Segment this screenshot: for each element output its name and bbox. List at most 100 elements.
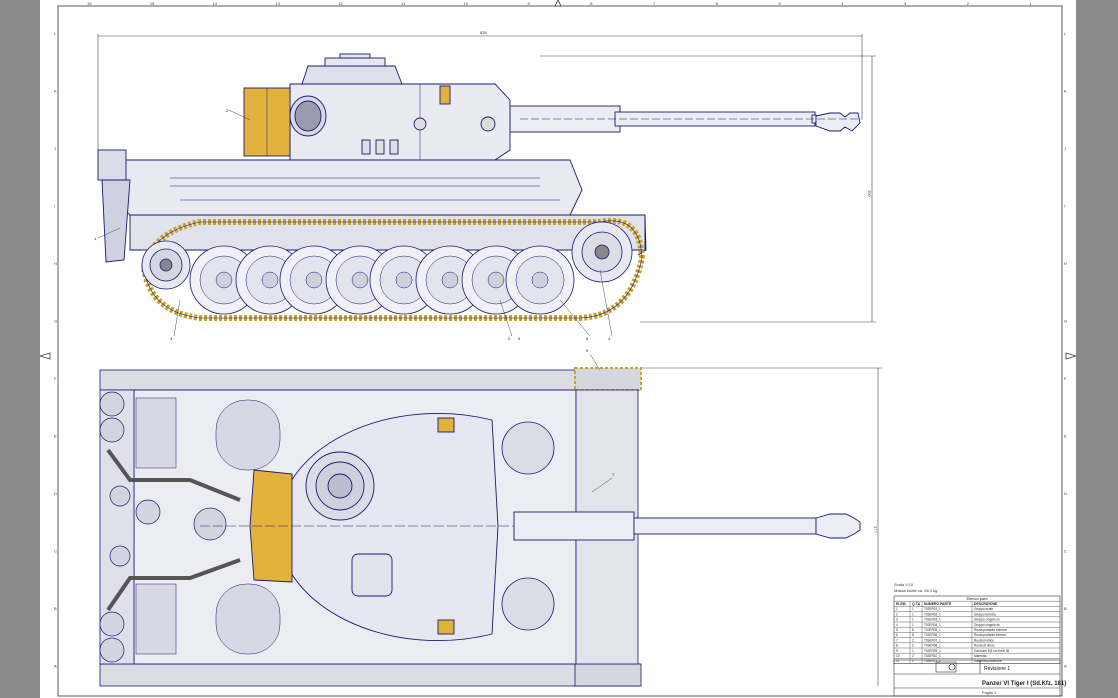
idler-wheel [141,240,191,290]
parts-list-cell: 9 [896,649,898,653]
parts-list-cell: TIGER06_1 [924,633,941,637]
top-view: 377 [99,348,882,687]
dimension-height-text: 300 [867,190,872,197]
frame-row-label: A [54,663,57,668]
frame-col-label: 3 [904,1,907,6]
balloon-9: 9 [586,348,589,353]
frame-col-label: 13 [275,1,280,6]
balloon-2: 2 [226,108,229,113]
title-block [893,659,1061,697]
parts-list-cell: 1 [912,612,914,616]
frame-row-label: J [1064,146,1066,151]
parts-list-cell: Cassetta posteriore [974,659,1002,663]
parts-list-cell: 8 [912,633,914,637]
drawing-title: Panzer VI Tiger I (Sd.Kfz. 181) [982,681,1066,687]
parts-list-column-header: DESCRIZIONE [974,602,998,606]
parts-list-cell: Gruppo torretta [974,612,996,616]
parts-list-cell: TIGER07_1 [924,638,941,642]
frame-row-label: B [54,606,57,611]
sprocket-track-top [574,367,642,391]
frame-row-label: F [54,376,57,381]
parts-list-row: 3 1 TIGER03_1 Gruppo cingolo sx [896,618,1000,622]
frame-row-label: H [1064,261,1067,266]
parts-list-cell: TIGER08_1 [924,644,941,648]
parts-list-cell: Ruota motrice [974,638,994,642]
track-side [140,217,646,321]
frame-row-label: G [1064,318,1067,323]
hatch-yellow-bottom [437,619,455,635]
frame-col-label: 9 [528,1,531,6]
parts-list-cell: Ruota portante esterna [974,628,1007,632]
track-top-left [99,369,641,391]
parts-list-cell: 1 [912,623,914,627]
centering-mark-top [554,0,562,7]
parts-list-row: 2 1 TIGER02_1 Gruppo torretta [896,612,996,616]
rear-fans [99,391,227,663]
parts-list-cell: Cannone 8,8 cm KwK 36 [974,649,1009,653]
frame-col-label: 15 [150,1,155,6]
frame-row-label: H [54,261,57,266]
balloon-3: 3 [170,336,173,341]
parts-list-cell: 1 [912,607,914,611]
parts-list-cell: 3 [896,618,898,622]
road-wheel [505,245,575,315]
frame-col-label: 8 [590,1,593,6]
mass-note: Massa totale ca. 28,4 kg [894,588,937,593]
frame-row-label: L [54,31,57,36]
parts-list-cell: Ruota portante interna [974,633,1006,637]
balloon-6: 6 [518,336,521,341]
parts-list-cell: Gruppo scafo [974,607,993,611]
parts-list-cell: 10 [896,654,900,658]
centering-mark-right [1065,352,1076,360]
frame-row-label: I [54,203,55,208]
exhaust-pipes [106,448,241,612]
frame-col-label: 12 [338,1,343,6]
parts-list-cell: 2 [912,638,914,642]
frame-col-label: 1 [1030,1,1033,6]
parts-list-cell: 2 [896,612,898,616]
road-wheels [189,245,575,315]
frame-col-label: 2 [967,1,970,6]
revision-label: Revisione 1 [984,666,1010,672]
frame-row-label: A [1064,663,1067,668]
parts-list-cell: TIGER02_1 [924,612,941,616]
parts-list-cell: Gruppo cingolo sx [974,618,1000,622]
parts-list-cell: 1 [896,607,898,611]
frame-col-label: 14 [213,1,218,6]
dimension-overall-length [97,34,863,150]
frame-col-label: 6 [716,1,719,6]
parts-list-cell: TIGER03_1 [924,618,941,622]
dimension-overall-height [540,55,876,323]
frame-col-label: 7 [653,1,656,6]
parts-list-cell: TIGER04_1 [924,623,941,627]
driver-hatches [501,421,555,631]
parts-list-cell: TIGER01_1 [924,607,941,611]
parts-list-column-header: NUMERO PARTE [924,602,952,606]
frame-row-label: J [54,146,56,151]
dimension-width-text: 377 [873,526,878,533]
parts-list-row: 7 2 TIGER07_1 Ruota motrice [896,638,994,642]
parts-list-cell: Ruota di rinvio [974,644,995,648]
sheet-label: Foglio 1 [982,690,997,695]
parts-list-column-header: ELEM. [896,602,906,606]
frame-row-label: E [54,433,57,438]
parts-list-cell: 1 [912,649,914,653]
turret-bin-yellow [439,85,451,105]
hatch-yellow-top [437,417,455,433]
frame-col-label: 11 [401,1,406,6]
parts-list-cell: TIGER05_1 [924,628,941,632]
sprocket-track-bottom [574,663,642,687]
dimension-length-text: 838 [480,30,487,35]
frame-col-label: 16 [87,1,92,6]
frame-row-label: B [1064,606,1067,611]
parts-list-cell: 7 [896,638,898,642]
parts-list-cell: 1 [912,618,914,622]
balloon-8: 8 [586,336,589,341]
frame-row-label: D [54,491,57,496]
